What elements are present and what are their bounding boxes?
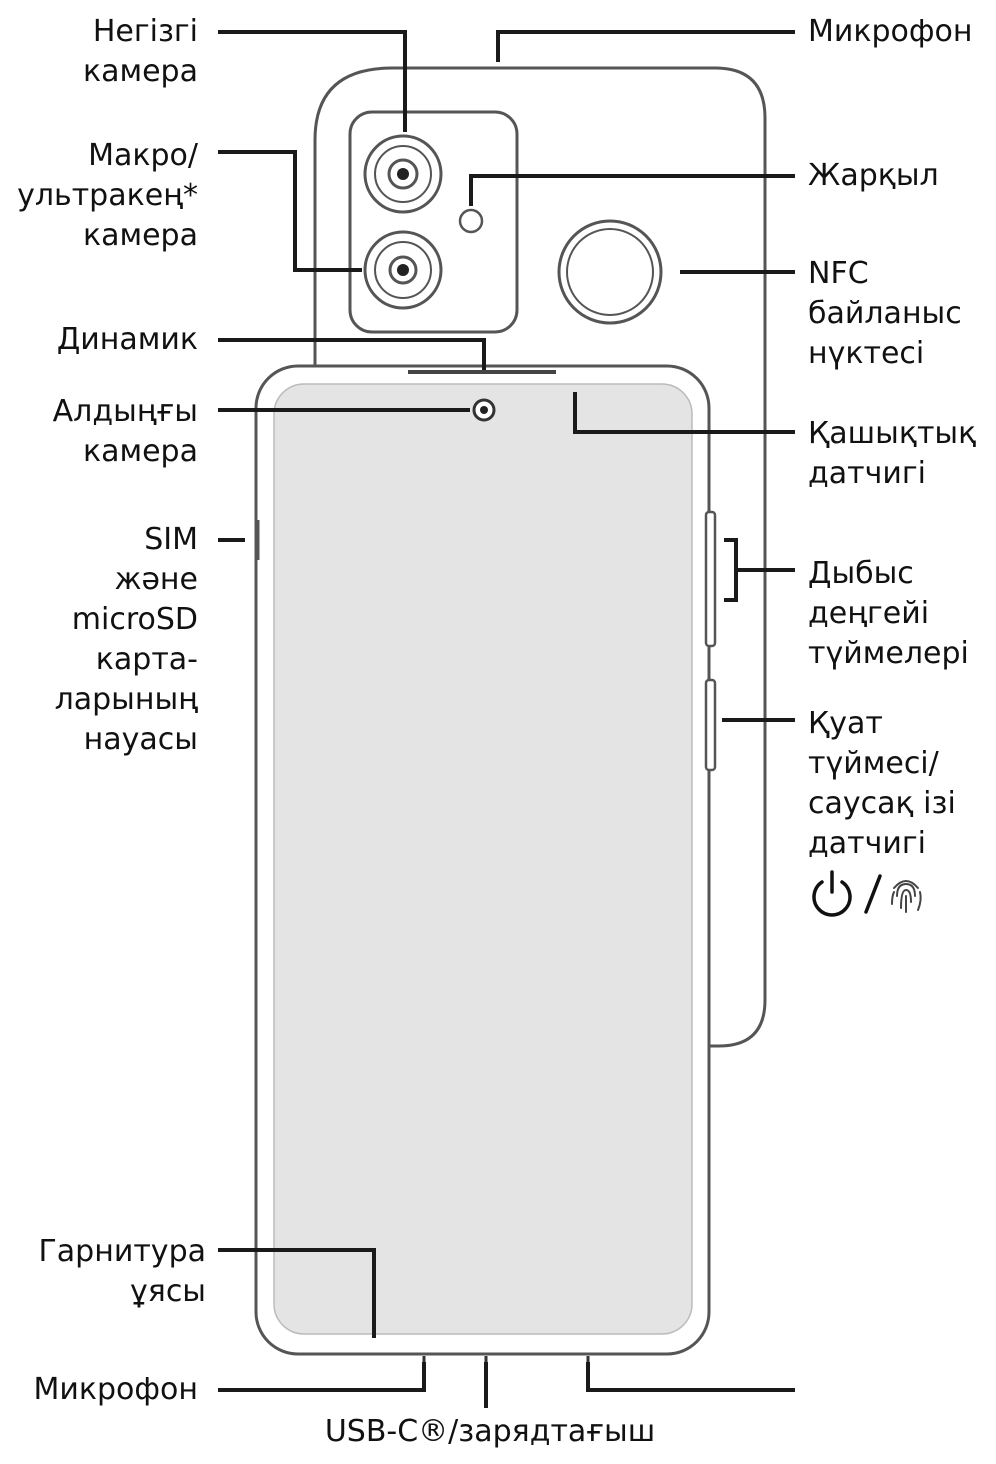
label-volume-buttons: Дыбыс деңгейі түймелері bbox=[808, 554, 994, 674]
power-icon bbox=[812, 870, 852, 917]
label-headset-jack-line1: Гарнитура bbox=[38, 1234, 207, 1269]
back-phone-outline bbox=[392, 66, 767, 1048]
label-macro-camera: Макро/ ультракең* камера bbox=[8, 136, 198, 256]
leader-main-camera bbox=[218, 30, 407, 132]
leader-headset-jack bbox=[218, 1248, 376, 1338]
front-screen bbox=[273, 383, 693, 1335]
label-volume-buttons-line3: түймелері bbox=[808, 636, 969, 671]
volume-buttons-body bbox=[704, 510, 717, 648]
label-headset-jack: Гарнитура ұясы bbox=[8, 1232, 207, 1312]
macro-camera-center bbox=[397, 264, 409, 276]
label-usb-charger-text: USB-C®/зарядтағыш bbox=[324, 1414, 656, 1449]
label-microphone-bottom: Микрофон bbox=[8, 1370, 198, 1410]
volume-bracket bbox=[724, 538, 738, 602]
label-nfc-line2: байланыс bbox=[808, 296, 962, 331]
main-camera-lens bbox=[363, 134, 443, 214]
label-main-camera-line2: камера bbox=[82, 54, 198, 89]
main-camera-ring bbox=[374, 145, 432, 203]
label-nfc-line1: NFC bbox=[808, 256, 869, 291]
power-button-body bbox=[704, 678, 717, 772]
leader-speaker-bottom bbox=[586, 1362, 795, 1392]
leader-flash bbox=[469, 174, 795, 206]
back-phone-outline-left bbox=[313, 66, 393, 372]
label-sim-tray-line3: microSD bbox=[71, 602, 198, 637]
label-flash-line1: Жарқыл bbox=[808, 158, 939, 193]
label-usb-charger: USB-C®/зарядтағыш bbox=[300, 1412, 680, 1452]
leader-proximity bbox=[573, 392, 795, 434]
label-sim-tray-line2: және bbox=[114, 562, 198, 597]
label-power-button-line2: түймесі/ bbox=[808, 746, 939, 781]
label-front-camera-line1: Алдыңғы bbox=[52, 394, 198, 429]
leader-macro-camera bbox=[218, 150, 362, 272]
label-speaker-top: Динамик bbox=[20, 320, 198, 360]
label-headset-jack-line2: ұясы bbox=[130, 1274, 206, 1309]
leader-mic-bottom bbox=[218, 1362, 426, 1392]
nfc-ring-inner bbox=[566, 228, 654, 316]
label-macro-camera-line3: камера bbox=[82, 218, 198, 253]
label-volume-buttons-line1: Дыбыс bbox=[808, 556, 914, 591]
slash-separator bbox=[864, 874, 882, 914]
label-flash: Жарқыл bbox=[808, 156, 988, 196]
label-power-button: Қуат түймесі/ саусақ ізі датчигі bbox=[808, 704, 994, 864]
label-proximity-sensor: Қашықтық датчигі bbox=[808, 414, 994, 494]
label-sim-tray-line4: карта- bbox=[95, 642, 198, 677]
front-phone bbox=[254, 364, 717, 1372]
label-front-camera: Алдыңғы камера bbox=[20, 392, 198, 472]
label-power-button-line3: саусақ ізі bbox=[808, 786, 956, 821]
power-fingerprint-icons bbox=[812, 870, 922, 917]
label-nfc: NFC байланыс нүктесі bbox=[808, 254, 988, 374]
flash-dot bbox=[458, 208, 484, 234]
label-sim-tray-line5: ларының bbox=[54, 682, 198, 717]
label-power-button-line4: датчигі bbox=[808, 826, 926, 861]
label-proximity-sensor-line2: датчигі bbox=[808, 456, 926, 491]
label-main-camera: Негізгі камера bbox=[60, 12, 198, 92]
label-proximity-sensor-line1: Қашықтық bbox=[808, 416, 977, 451]
label-microphone-bottom-line1: Микрофон bbox=[33, 1372, 198, 1407]
macro-camera-ring bbox=[374, 241, 432, 299]
label-volume-buttons-line2: деңгейі bbox=[808, 596, 930, 631]
label-sim-tray: SIM және microSD карта- ларының науасы bbox=[20, 520, 198, 760]
back-phone bbox=[313, 66, 767, 1048]
label-microphone-top: Микрофон bbox=[808, 12, 994, 52]
macro-camera-lens bbox=[363, 230, 443, 310]
label-nfc-line3: нүктесі bbox=[808, 336, 925, 371]
label-front-camera-line2: камера bbox=[82, 434, 198, 469]
camera-module bbox=[348, 110, 519, 334]
macro-camera-inner bbox=[388, 255, 418, 285]
leader-mic-top bbox=[496, 30, 795, 62]
label-power-button-line1: Қуат bbox=[808, 706, 883, 741]
front-camera-center bbox=[480, 406, 488, 414]
fingerprint-icon bbox=[891, 880, 922, 913]
back-phone-lens-centers bbox=[397, 168, 409, 276]
leader-lines bbox=[218, 30, 795, 1408]
label-macro-camera-line1: Макро/ bbox=[88, 138, 198, 173]
main-camera-center bbox=[397, 168, 409, 180]
label-macro-camera-line2: ультракең* bbox=[17, 178, 198, 213]
main-camera-inner bbox=[387, 158, 419, 190]
label-sim-tray-line1: SIM bbox=[144, 522, 198, 557]
label-microphone-top-line1: Микрофон bbox=[808, 14, 973, 49]
label-sim-tray-line6: науасы bbox=[83, 722, 198, 757]
label-main-camera-line1: Негізгі bbox=[92, 14, 198, 49]
leader-speaker-top bbox=[218, 338, 486, 370]
label-speaker-top-line1: Динамик bbox=[56, 322, 198, 357]
nfc-ring-outer bbox=[557, 219, 663, 325]
